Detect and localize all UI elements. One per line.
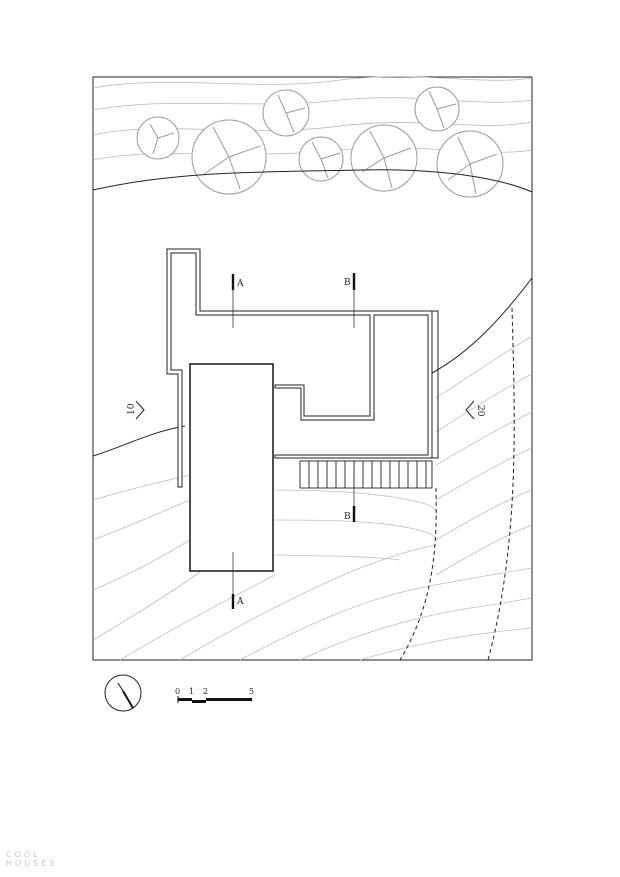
contour-lines-lower xyxy=(92,335,533,661)
north-arrow xyxy=(104,674,142,712)
tree-icon xyxy=(298,136,344,182)
trees xyxy=(136,86,504,198)
scale-bar: 0 1 2 5 xyxy=(175,687,254,703)
tree-icon xyxy=(350,124,418,192)
scale-label-0: 0 xyxy=(175,687,180,696)
cool-houses-watermark: COOL HOUSES xyxy=(6,850,66,868)
tree-icon xyxy=(436,130,504,198)
section-label-a: A xyxy=(236,597,244,607)
section-lines xyxy=(232,290,355,596)
section-label-b: B xyxy=(344,512,351,522)
section-marker-a-bottom: A xyxy=(231,594,244,609)
upper-wing-outline xyxy=(166,248,433,488)
tree-icon xyxy=(262,89,310,137)
dashed-path xyxy=(399,307,515,661)
scale-label-1: 1 xyxy=(189,687,194,696)
upper-wing-inner-wall xyxy=(171,252,439,459)
section-marker-a-top: A xyxy=(231,274,244,290)
chevron-right-icon xyxy=(135,400,145,420)
scale-label-5: 5 xyxy=(249,687,254,696)
main-volume xyxy=(189,363,274,572)
section-marker-b-top: B xyxy=(344,273,356,290)
site-boundary-lines xyxy=(92,169,533,457)
building-footprint xyxy=(166,248,439,572)
tree-icon xyxy=(191,119,267,195)
deck-stairs xyxy=(299,460,433,489)
elevation-marker-right: 20 xyxy=(465,400,485,420)
drawing-frame xyxy=(92,76,533,661)
tree-icon xyxy=(414,86,460,132)
section-label-a: A xyxy=(236,279,244,289)
chevron-left-icon xyxy=(465,400,475,420)
tree-icon xyxy=(136,116,180,160)
elevation-label-left: 10 xyxy=(127,403,137,415)
scale-label-2: 2 xyxy=(203,687,208,696)
watermark-line-2: HOUSES xyxy=(6,859,58,868)
compass-circle xyxy=(104,674,142,712)
elevation-label-right: 20 xyxy=(475,405,485,417)
watermark-line-1: COOL xyxy=(6,850,41,859)
section-label-b: B xyxy=(344,278,351,288)
compass-needle-icon xyxy=(122,690,134,709)
section-marker-b-bottom: B xyxy=(344,506,356,522)
elevation-marker-left: 10 xyxy=(127,400,145,420)
